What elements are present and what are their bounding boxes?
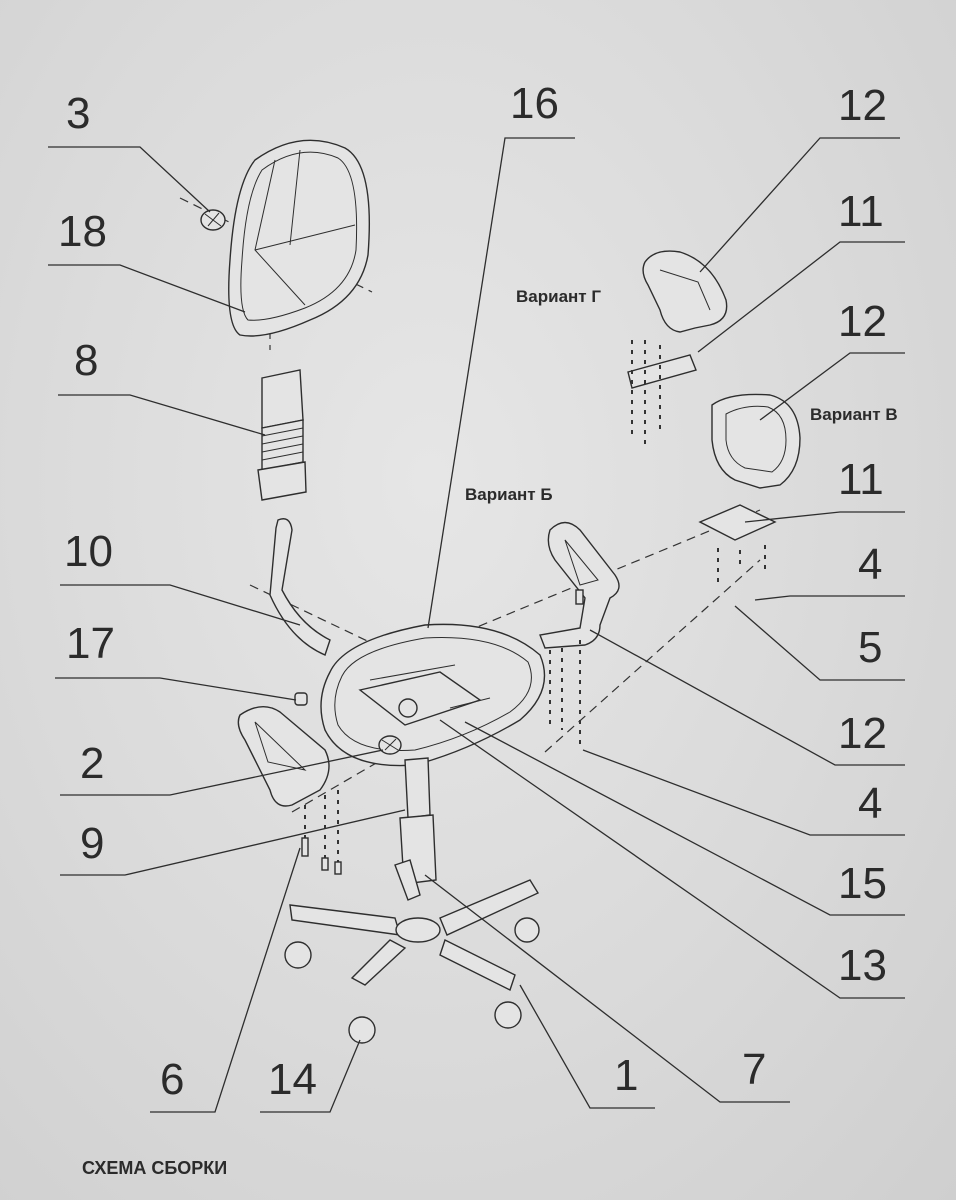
callout-2: 2 [80, 739, 104, 788]
callout-15: 15 [838, 859, 887, 908]
callout-16: 16 [510, 79, 559, 128]
variant-v-axis [464, 509, 761, 633]
adjuster-knob [378, 735, 402, 755]
armrest-variant-b [539, 521, 620, 745]
callout-numbers: 3 18 8 10 17 2 9 6 14 16 12 11 12 11 4 5… [58, 79, 887, 1104]
armrest-variant-v [698, 393, 801, 585]
callout-12-variant-b: 12 [838, 709, 887, 758]
armrest-left [237, 706, 342, 875]
back-support-bar [269, 518, 331, 656]
assembly-caption: СХЕМА СБОРКИ [82, 1158, 228, 1178]
callout-12-top: 12 [838, 81, 887, 130]
variant-v-label: Вариант В [810, 405, 898, 424]
callout-1: 1 [614, 1051, 638, 1100]
callout-12-variant-v: 12 [838, 297, 887, 346]
leader-lines [48, 137, 905, 1113]
callout-10: 10 [64, 527, 113, 576]
bellows-cover [257, 369, 307, 501]
armrest-variant-g [627, 250, 728, 450]
callout-11-top: 11 [838, 187, 884, 236]
variant-g-label: Вариант Г [516, 287, 601, 306]
callout-9: 9 [80, 819, 104, 868]
backrest-knob [200, 209, 226, 231]
nut [294, 692, 308, 706]
variant-b-label: Вариант Б [465, 485, 553, 504]
callout-17: 17 [66, 619, 115, 668]
seat-frame [320, 623, 546, 767]
callout-5: 5 [858, 623, 882, 672]
callout-3: 3 [66, 89, 90, 138]
callout-18: 18 [58, 207, 107, 256]
callout-4-top: 4 [858, 540, 882, 589]
callout-7: 7 [742, 1045, 766, 1094]
callout-8: 8 [74, 336, 98, 385]
callout-13: 13 [838, 941, 887, 990]
callout-14: 14 [268, 1055, 317, 1104]
callout-4-bottom: 4 [858, 779, 882, 828]
callout-6: 6 [160, 1055, 184, 1104]
backrest [228, 139, 371, 337]
casters [284, 917, 540, 1044]
five-star-base [289, 859, 540, 991]
callout-11-variant-v: 11 [838, 455, 884, 504]
